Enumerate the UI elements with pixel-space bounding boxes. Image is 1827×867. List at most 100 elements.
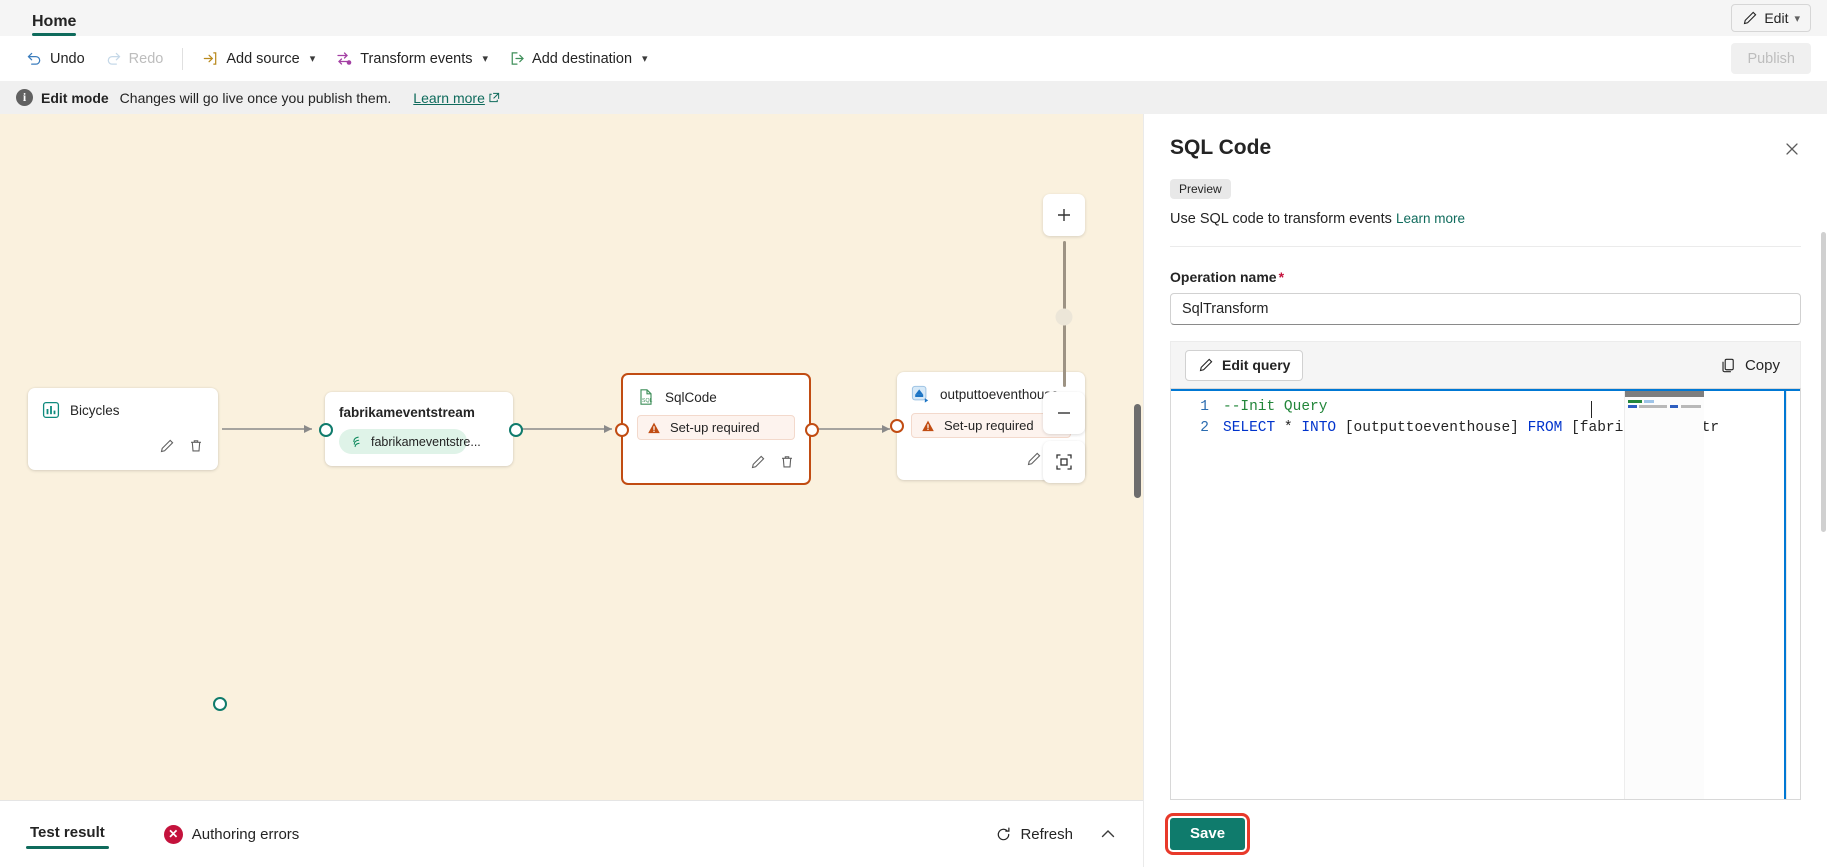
bottom-actions: Refresh — [995, 821, 1121, 847]
pencil-icon — [1198, 357, 1214, 373]
node-title-row: Bicycles — [28, 388, 218, 419]
node-title-row: SQL SqlCode — [623, 375, 809, 406]
info-icon: i — [16, 89, 33, 106]
code-line[interactable]: 1--Init Query — [1171, 397, 1800, 418]
eventhouse-icon — [911, 385, 930, 404]
node-sqlcode[interactable]: SQL SqlCode Set-up required — [615, 373, 819, 485]
pencil-icon — [1742, 10, 1758, 26]
operation-name-input[interactable] — [1170, 293, 1801, 325]
fit-to-screen-button[interactable] — [1043, 441, 1085, 483]
node-fabrikameventstream[interactable]: fabrikameventstream fabrikameventstre... — [319, 392, 523, 466]
sql-file-icon: SQL — [637, 388, 655, 406]
refresh-button[interactable]: Refresh — [995, 826, 1073, 843]
edit-query-button[interactable]: Edit query — [1185, 349, 1304, 381]
code-token: [outputtoeventhouse] — [1336, 420, 1528, 436]
collapse-pane-button[interactable] — [1095, 821, 1121, 847]
learn-more-link[interactable]: Learn more — [413, 90, 500, 106]
minimap-row — [1670, 405, 1678, 408]
add-source-button[interactable]: Add source ▾ — [192, 43, 325, 75]
panel-description: Use SQL code to transform events — [1170, 211, 1392, 227]
edit-label: Edit — [1764, 10, 1789, 26]
zoom-slider-track[interactable] — [1055, 241, 1073, 387]
edit-icon[interactable] — [1026, 451, 1042, 467]
code-token: --Init Query — [1223, 399, 1328, 415]
panel-description-row: Use SQL code to transform events Learn m… — [1170, 211, 1801, 227]
svg-text:SQL: SQL — [642, 398, 652, 404]
node-actions — [28, 438, 218, 463]
stream-badge: fabrikameventstre... — [339, 429, 481, 454]
node-label: fabrikameventstream — [339, 405, 475, 420]
node-title-row: fabrikameventstream — [325, 392, 513, 420]
warning-icon — [921, 419, 935, 433]
delete-icon[interactable] — [188, 438, 204, 454]
refresh-label: Refresh — [1020, 825, 1073, 843]
node-input-port[interactable] — [615, 423, 629, 437]
redo-label: Redo — [128, 50, 164, 67]
edit-icon[interactable] — [750, 454, 766, 470]
authoring-errors-label: Authoring errors — [191, 825, 300, 843]
chart-icon — [42, 401, 60, 419]
undo-button[interactable]: Undo — [16, 43, 95, 75]
editor-minimap[interactable] — [1624, 391, 1704, 799]
node-input-port[interactable] — [319, 423, 333, 437]
setup-required-badge: Set-up required — [637, 415, 795, 440]
add-destination-icon — [508, 50, 525, 67]
chevron-down-icon: ▾ — [1794, 12, 1800, 25]
close-icon[interactable] — [1777, 134, 1807, 164]
save-button[interactable]: Save — [1164, 812, 1251, 855]
node-output-port[interactable] — [805, 423, 819, 437]
zoom-out-button[interactable] — [1043, 392, 1085, 434]
top-tab-bar: Home Edit ▾ — [0, 0, 1827, 36]
refresh-icon — [995, 826, 1012, 843]
zoom-in-button[interactable] — [1043, 194, 1085, 236]
preview-badge: Preview — [1170, 179, 1231, 199]
minimap-viewport-slider[interactable] — [1625, 391, 1704, 397]
add-destination-button[interactable]: Add destination ▾ — [498, 43, 658, 75]
external-link-icon — [489, 92, 500, 103]
authoring-errors-item[interactable]: ✕ Authoring errors — [163, 824, 300, 844]
minimap-row — [1681, 405, 1701, 408]
delete-icon[interactable] — [779, 454, 795, 470]
sql-code-panel: SQL Code Preview Use SQL code to transfo… — [1143, 114, 1827, 867]
bottom-pane: Test result ✕ Authoring errors Refresh — [0, 800, 1143, 867]
edit-mode-button[interactable]: Edit ▾ — [1731, 4, 1811, 32]
code-token: * — [1275, 420, 1302, 436]
tab-home[interactable]: Home — [24, 13, 84, 36]
node-label: SqlCode — [665, 389, 717, 405]
node-input-port[interactable] — [890, 419, 904, 433]
panel-learn-more-link[interactable]: Learn more — [1395, 211, 1465, 226]
pipeline-canvas[interactable]: Bicycles fabrikamevent — [0, 114, 1143, 800]
copy-icon — [1720, 357, 1737, 374]
setup-label: Set-up required — [670, 420, 760, 435]
operation-name-label: Operation name* — [1144, 247, 1827, 285]
node-output-port[interactable] — [509, 423, 523, 437]
error-icon: ✕ — [163, 824, 183, 844]
toolbar-divider — [182, 47, 184, 70]
zoom-slider-thumb[interactable] — [1055, 308, 1073, 326]
code-text: --Init Query — [1223, 397, 1327, 418]
edit-mode-message: Changes will go live once you publish th… — [119, 89, 392, 106]
copy-button[interactable]: Copy — [1714, 352, 1786, 379]
edit-mode-banner: i Edit mode Changes will go live once yo… — [0, 81, 1827, 114]
node-label: Bicycles — [70, 402, 120, 418]
code-vertical-scrollbar[interactable] — [1786, 391, 1800, 799]
panel-vertical-scrollbar[interactable] — [1821, 232, 1826, 532]
panel-footer: Save — [1144, 800, 1827, 867]
node-bicycles[interactable]: Bicycles — [28, 388, 227, 711]
warning-icon — [647, 421, 661, 435]
setup-label: Set-up required — [944, 418, 1034, 433]
transform-events-icon — [335, 50, 353, 68]
transform-events-button[interactable]: Transform events ▾ — [325, 43, 498, 75]
edit-mode-label: Edit mode — [41, 89, 109, 106]
edit-icon[interactable] — [159, 438, 175, 454]
editor-right-accent — [1784, 389, 1786, 799]
tab-test-result[interactable]: Test result — [26, 818, 109, 851]
stream-icon — [349, 435, 363, 449]
node-output-port[interactable] — [213, 697, 227, 711]
editor-toolbar: Edit query Copy — [1170, 341, 1801, 388]
node-actions — [623, 454, 809, 479]
canvas-vertical-scrollbar[interactable] — [1134, 404, 1141, 498]
